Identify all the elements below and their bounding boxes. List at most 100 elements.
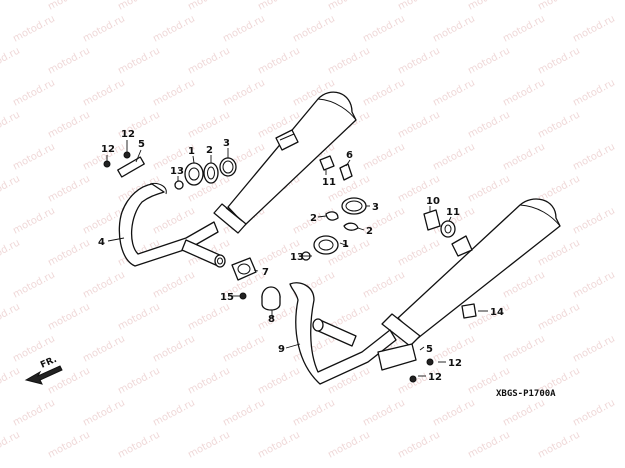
watermark-text: motod.ru [466, 45, 512, 76]
watermark-text: motod.ru [81, 397, 127, 428]
callout-3: 3 [372, 202, 379, 213]
watermark-text: motod.ru [501, 333, 547, 364]
watermark-text: motod.ru [326, 0, 372, 13]
watermark-text: motod.ru [116, 0, 162, 13]
watermark-text: motod.ru [466, 429, 512, 460]
watermark-text: motod.ru [361, 141, 407, 172]
watermark-text: motod.ru [81, 333, 127, 364]
watermark-text: motod.ru [536, 237, 582, 268]
callout-labels: 12 12 5 13 1 2 3 4 7 15 8 9 13 1 2 2 3 1… [98, 129, 556, 399]
watermark-text: motod.ru [536, 301, 582, 332]
watermark-text: motod.ru [151, 397, 197, 428]
watermark-text: motod.ru [46, 301, 92, 332]
callout-6: 6 [346, 150, 353, 161]
watermark-text: motod.ru [186, 365, 232, 396]
leader-lines [106, 140, 488, 377]
callout-12: 12 [428, 372, 442, 383]
watermark-text: motod.ru [571, 77, 617, 108]
diagram-code: XBGS-P1700A [496, 389, 556, 399]
callout-9: 9 [278, 344, 285, 355]
watermark-text: motod.ru [0, 0, 22, 13]
watermark-text: motod.ru [221, 397, 267, 428]
watermark-text: motod.ru [116, 365, 162, 396]
watermark-text: motod.ru [291, 397, 337, 428]
watermark-text: motod.ru [256, 429, 302, 460]
watermark-text: motod.ru [0, 109, 22, 140]
callout-12: 12 [448, 358, 462, 369]
watermark-text: motod.ru [536, 109, 582, 140]
callout-4: 4 [98, 237, 105, 248]
watermark-text: motod.ru [186, 0, 232, 13]
watermark-text: motod.ru [0, 45, 22, 76]
watermark-text: motod.ru [501, 141, 547, 172]
callout-10: 10 [426, 196, 440, 207]
watermark-text: motod.ru [256, 45, 302, 76]
watermark-text: motod.ru [11, 141, 57, 172]
watermark-text: motod.ru [221, 333, 267, 364]
watermark-text: motod.ru [151, 333, 197, 364]
callout-2: 2 [366, 226, 373, 237]
watermark-text: motod.ru [536, 45, 582, 76]
callout-3: 3 [223, 138, 230, 149]
watermark-text: motod.ru [221, 13, 267, 44]
callout-15: 15 [220, 292, 234, 303]
watermark-text: motod.ru [396, 237, 442, 268]
callout-7: 7 [262, 267, 269, 278]
callout-13: 13 [290, 252, 304, 263]
callout-5: 5 [426, 344, 433, 355]
watermark-text: motod.ru [571, 205, 617, 236]
watermark-text: motod.ru [431, 77, 477, 108]
watermark-text: motod.ru [361, 13, 407, 44]
watermark-text: motod.ru [396, 109, 442, 140]
watermark-text: motod.ru [186, 429, 232, 460]
watermark-text: motod.ru [571, 141, 617, 172]
watermark-text: motod.ru [501, 269, 547, 300]
callout-12: 12 [121, 129, 135, 140]
callout-1: 1 [188, 146, 195, 157]
watermark-text: motod.ru [256, 365, 302, 396]
watermark-text: motod.ru [431, 13, 477, 44]
watermark-text: motod.ru [571, 269, 617, 300]
watermark-text: motod.ru [46, 109, 92, 140]
watermark-text: motod.ru [186, 45, 232, 76]
callout-2: 2 [206, 145, 213, 156]
watermark-text: motod.ru [0, 237, 22, 268]
watermark-text: motod.ru [151, 77, 197, 108]
watermark-text: motod.ru [0, 301, 22, 332]
watermark-text: motod.ru [501, 77, 547, 108]
watermark-text: motod.ru [46, 237, 92, 268]
upper-muffler [213, 91, 357, 234]
callout-1: 1 [342, 239, 349, 250]
watermark-text: motod.ru [116, 45, 162, 76]
watermark-text: motod.ru [151, 13, 197, 44]
watermark-text: motod.ru [151, 269, 197, 300]
watermark-text: motod.ru [291, 13, 337, 44]
upper-joint-parts [103, 151, 237, 190]
callout-12: 12 [101, 144, 115, 155]
watermark-text: motod.ru [536, 429, 582, 460]
watermark-text: motod.ru [151, 205, 197, 236]
watermark-text: motod.ru [361, 397, 407, 428]
watermark-text: motod.ru [11, 397, 57, 428]
watermark-text: motod.ru [431, 397, 477, 428]
center-joint-parts [301, 155, 367, 261]
callout-14: 14 [490, 307, 504, 318]
watermark-text: motod.ru [466, 109, 512, 140]
watermark-text: motod.ru [501, 13, 547, 44]
watermark-text: motod.ru [46, 45, 92, 76]
watermark-text: motod.ru [46, 0, 92, 13]
watermark-text: motod.ru [361, 269, 407, 300]
callout-11: 11 [322, 177, 336, 188]
watermark-text: motod.ru [0, 365, 22, 396]
callout-8: 8 [268, 314, 275, 325]
watermark-text: motod.ru [396, 0, 442, 13]
watermark-text: motod.ru [186, 301, 232, 332]
watermark-text: motod.ru [326, 429, 372, 460]
callout-5: 5 [138, 139, 145, 150]
watermark-text: motod.ru [571, 333, 617, 364]
watermark-text: motod.ru [466, 0, 512, 13]
watermark-text: motod.ru [81, 269, 127, 300]
watermark-text: motod.ru [466, 173, 512, 204]
watermark-text: motod.ru [46, 173, 92, 204]
watermark-text: motod.ru [571, 397, 617, 428]
